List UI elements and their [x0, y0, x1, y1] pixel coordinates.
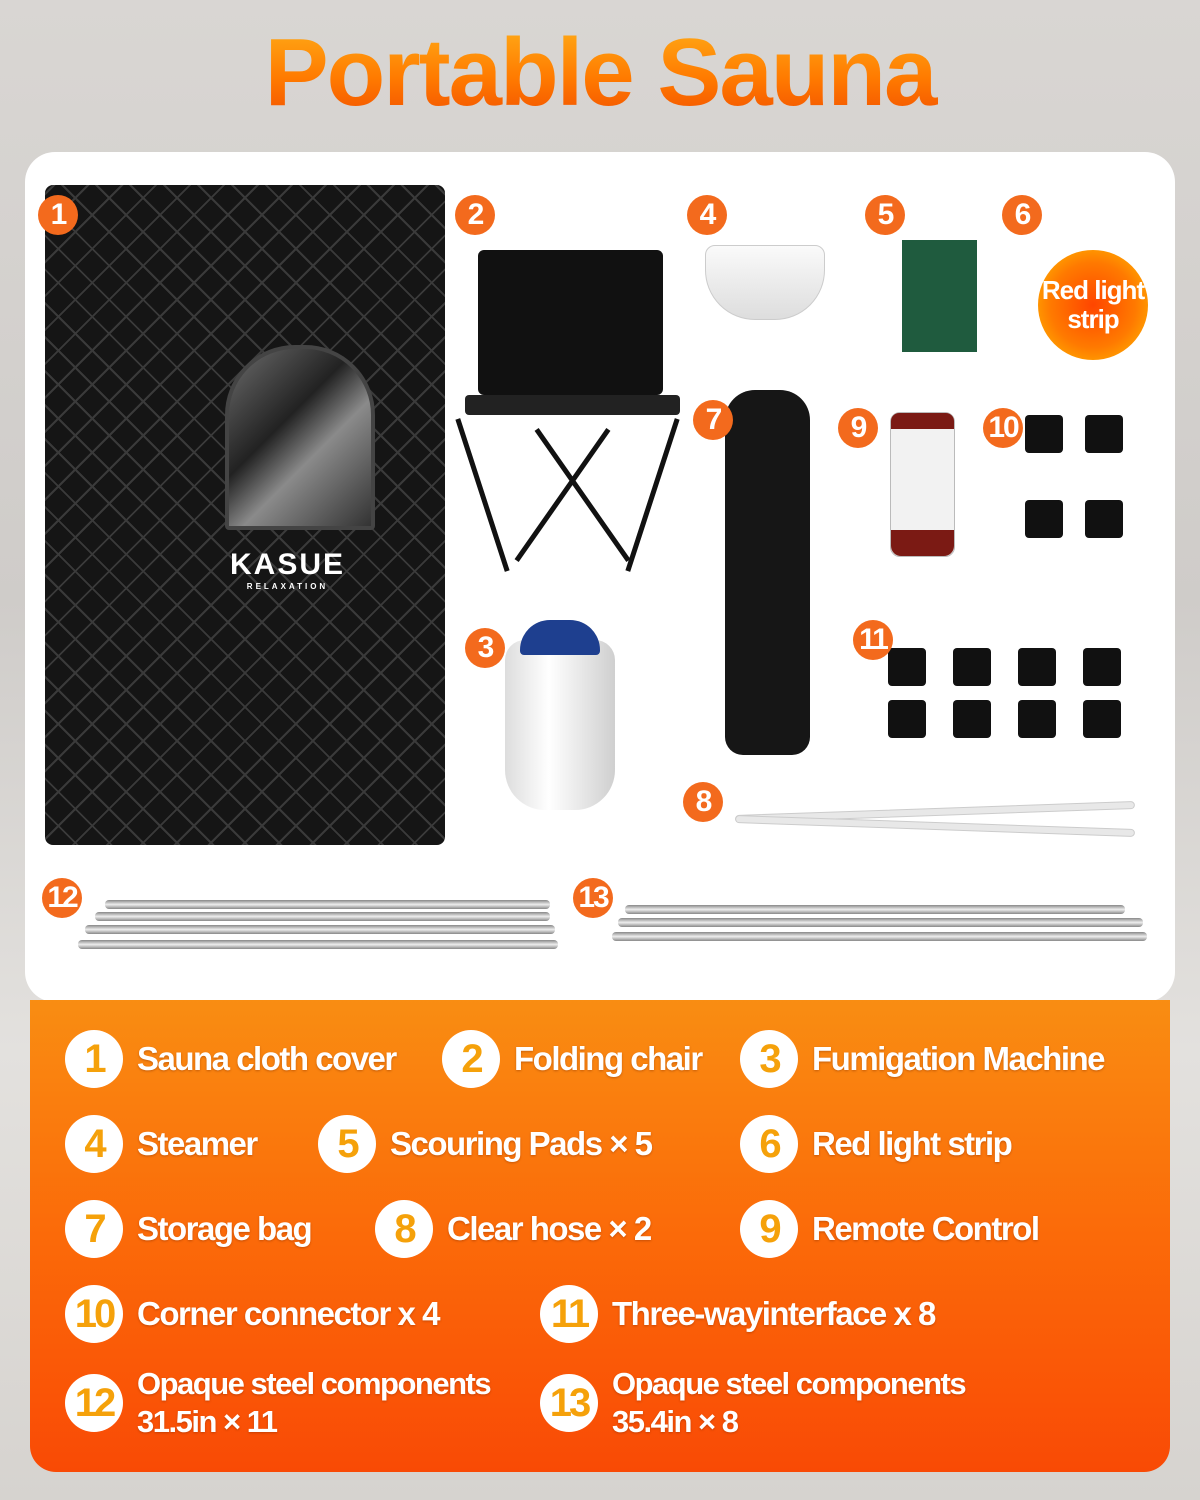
sauna-window — [225, 345, 375, 530]
image-badge-4: 4 — [687, 195, 727, 235]
three-way-connector-icon — [953, 648, 991, 686]
image-badge-9: 9 — [838, 408, 878, 448]
three-way-connector-icon — [1083, 700, 1121, 738]
scouring-pad-image — [902, 240, 977, 352]
corner-connector-icon — [1085, 500, 1123, 538]
steel-pipe — [95, 912, 550, 921]
image-badge-11: 11 — [853, 620, 893, 660]
image-badge-2: 2 — [455, 195, 495, 235]
three-way-connector-icon — [888, 700, 926, 738]
corner-connector-icon — [1025, 500, 1063, 538]
image-badge-7: 7 — [693, 400, 733, 440]
red-light-strip-image: Red light strip — [1038, 250, 1148, 360]
image-badge-5: 5 — [865, 195, 905, 235]
three-way-connector-icon — [1018, 648, 1056, 686]
image-badge-8: 8 — [683, 782, 723, 822]
steel-pipe — [618, 918, 1143, 927]
image-badge-12: 12 — [42, 878, 82, 918]
folding-chair-image — [478, 250, 663, 395]
steel-pipe — [105, 900, 550, 909]
corner-connector-icon — [1085, 415, 1123, 453]
page-title: Portable Sauna — [0, 18, 1200, 128]
steel-pipe — [625, 905, 1125, 914]
three-way-connector-icon — [888, 648, 926, 686]
fumigation-machine-image — [505, 620, 615, 810]
image-badge-1: 1 — [38, 195, 78, 235]
storage-bag-image — [725, 390, 810, 755]
remote-control-image — [890, 412, 955, 557]
corner-connector-icon — [1025, 415, 1063, 453]
contents-list-panel — [30, 1000, 1170, 1472]
three-way-connector-icon — [1083, 648, 1121, 686]
steel-pipe — [612, 932, 1147, 941]
image-badge-6: 6 — [1002, 195, 1042, 235]
three-way-connector-icon — [953, 700, 991, 738]
steel-pipe — [85, 925, 555, 934]
three-way-connector-icon — [1018, 700, 1056, 738]
image-badge-13: 13 — [573, 878, 613, 918]
steel-pipe — [78, 940, 558, 949]
image-badge-3: 3 — [465, 628, 505, 668]
chair-seat — [465, 395, 680, 415]
image-badge-10: 10 — [983, 408, 1023, 448]
